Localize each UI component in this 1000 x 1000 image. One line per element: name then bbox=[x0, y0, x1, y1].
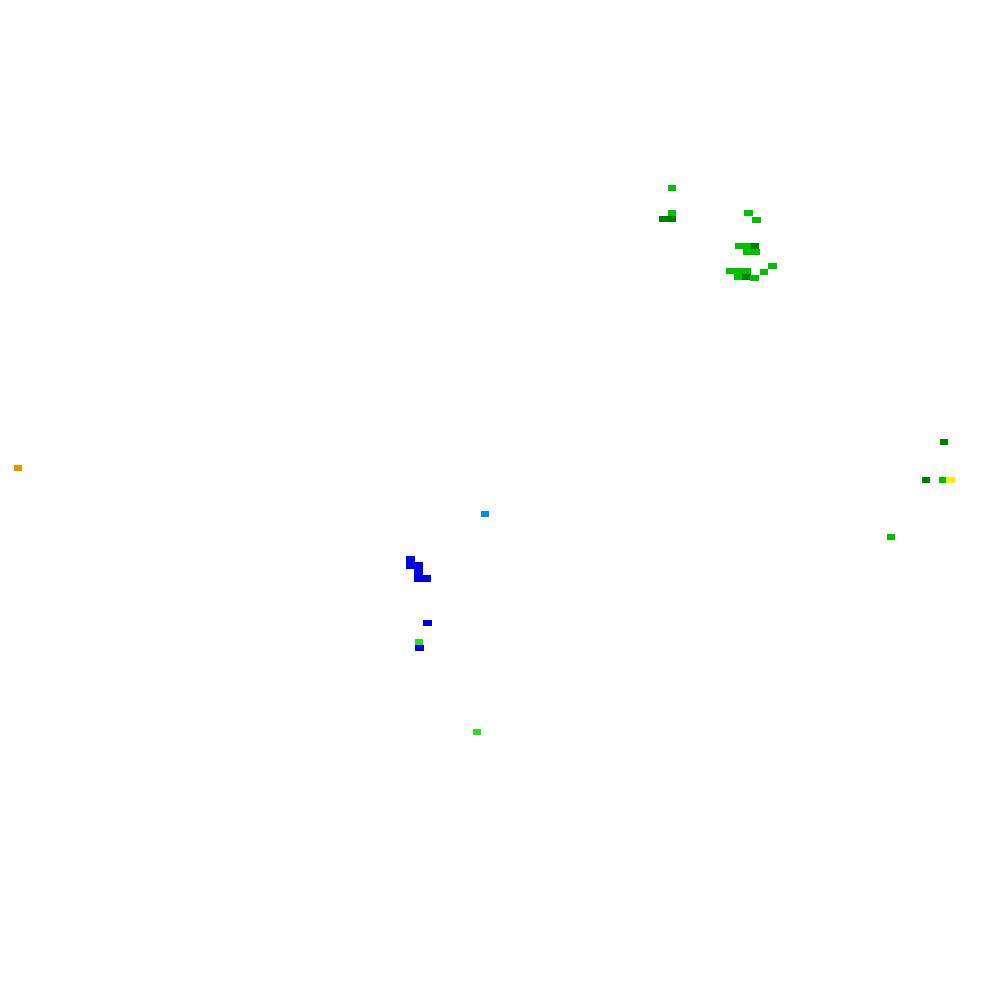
bright-green-pixel bbox=[668, 210, 676, 216]
blue-pixel bbox=[406, 562, 415, 569]
bright-green-pixel bbox=[734, 274, 743, 280]
blue-pixel bbox=[422, 575, 431, 582]
bright-green-pixel bbox=[751, 249, 760, 255]
pixel-layer bbox=[14, 185, 955, 735]
cyan-blue-pixel bbox=[481, 511, 489, 517]
bright-green-pixel bbox=[750, 275, 759, 281]
bright-green-pixel bbox=[768, 263, 777, 269]
bright-green-pixel bbox=[743, 249, 752, 255]
bright-green-pixel bbox=[743, 243, 752, 249]
orange-pixel bbox=[14, 465, 22, 471]
bright-green-pixel bbox=[752, 217, 761, 223]
blue-pixel bbox=[415, 645, 424, 651]
lime-pixel bbox=[415, 639, 423, 645]
blue-pixel bbox=[414, 575, 423, 582]
bright-green-pixel bbox=[742, 268, 751, 274]
dark-green-pixel bbox=[940, 439, 948, 445]
bright-green-pixel bbox=[726, 268, 735, 274]
dark-green-pixel bbox=[751, 243, 759, 249]
bright-green-pixel bbox=[735, 243, 745, 249]
bright-green-pixel bbox=[887, 534, 895, 540]
bright-green-pixel bbox=[760, 269, 768, 275]
blue-pixel bbox=[414, 568, 423, 575]
bright-green-pixel bbox=[744, 210, 753, 216]
dark-green-pixel bbox=[659, 216, 669, 222]
dark-green-pixel bbox=[922, 477, 930, 483]
dark-green-pixel bbox=[667, 216, 676, 222]
lime-pixel bbox=[473, 729, 481, 735]
dark-green-pixel bbox=[742, 274, 751, 280]
blue-pixel bbox=[423, 620, 432, 626]
bright-green-pixel bbox=[939, 477, 947, 483]
bright-green-pixel bbox=[668, 185, 676, 191]
bright-green-pixel bbox=[734, 268, 743, 274]
yellow-pixel bbox=[946, 477, 955, 483]
blue-pixel bbox=[414, 562, 423, 569]
blue-pixel bbox=[406, 556, 415, 563]
